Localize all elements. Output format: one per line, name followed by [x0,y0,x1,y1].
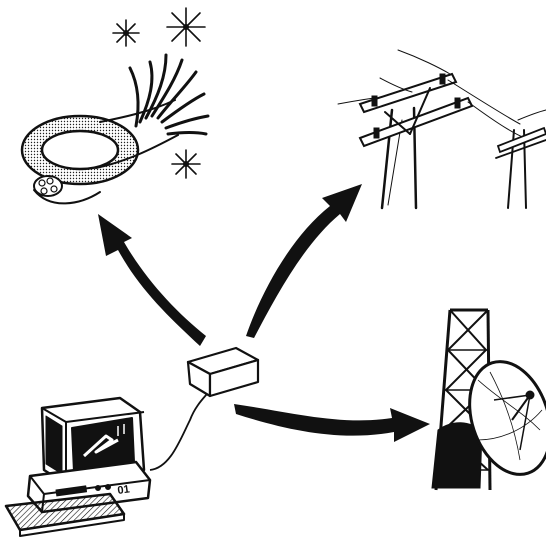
satellite-dish-tower-icon [432,310,546,490]
modem-box-icon [188,348,258,396]
arrow-hub-to-poles [246,184,362,338]
cable-computer-to-hub [150,388,212,470]
arrow-hub-to-dish [234,404,430,442]
fiber-optic-cable-icon [22,8,208,203]
computer-panel-label: 01 [117,483,131,497]
arrow-hub-to-fiber [98,214,206,346]
desktop-computer-icon: 01 [6,398,150,536]
telephone-poles-icon [338,50,546,208]
